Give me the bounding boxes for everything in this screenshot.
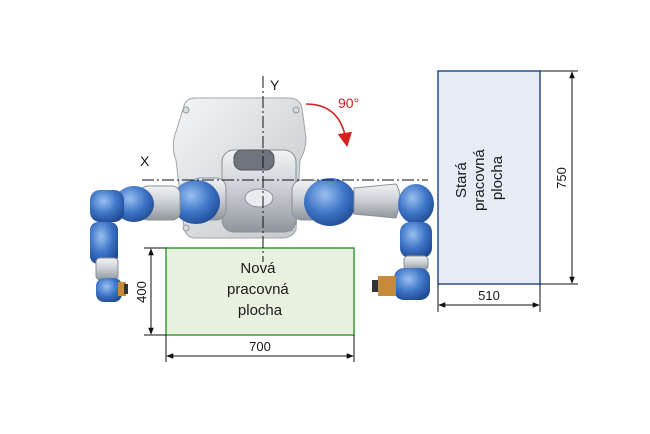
- old-height-dimension: 750: [540, 70, 578, 285]
- right-shoulder-joint: [304, 178, 356, 226]
- old-workspace-rect: [437, 70, 541, 285]
- left-shoulder-joint: [172, 180, 220, 224]
- new-width-label: 700: [249, 339, 271, 354]
- x-axis: X: [140, 153, 428, 181]
- rotation-label: 90°: [338, 95, 359, 111]
- old-workspace-line3: plocha: [489, 155, 506, 200]
- new-width-dimension: 700: [165, 335, 355, 362]
- old-workspace: Stará pracovná plocha: [437, 70, 541, 285]
- new-workspace-line2: pracovná: [227, 281, 289, 298]
- svg-text:Nová pracovná ploc: Nová pracovná plocha: [227, 260, 293, 319]
- new-workspace-line1: Nová: [240, 260, 276, 277]
- old-workspace-line1: Stará: [453, 162, 470, 199]
- new-height-label: 400: [134, 281, 149, 303]
- new-workspace-line3: plocha: [238, 302, 283, 319]
- x-axis-label: X: [140, 153, 150, 169]
- old-width-dimension: 510: [437, 284, 541, 312]
- right-arm: [291, 178, 434, 300]
- y-axis: Y: [262, 76, 280, 262]
- old-width-label: 510: [478, 288, 500, 303]
- rotation-indicator: 90°: [305, 95, 359, 148]
- new-height-dimension: 400: [134, 247, 166, 336]
- y-axis-label: Y: [270, 77, 280, 93]
- svg-text:Stará pracovná plo: Stará pracovná plocha: [453, 145, 506, 211]
- new-workspace: Nová pracovná plocha: [165, 247, 355, 336]
- old-height-label: 750: [554, 167, 569, 189]
- rotation-arrow: [305, 103, 352, 148]
- new-workspace-rect: [165, 247, 355, 336]
- robot-illustration: [90, 97, 434, 302]
- old-workspace-line2: pracovná: [471, 149, 488, 211]
- left-arm: [90, 177, 227, 302]
